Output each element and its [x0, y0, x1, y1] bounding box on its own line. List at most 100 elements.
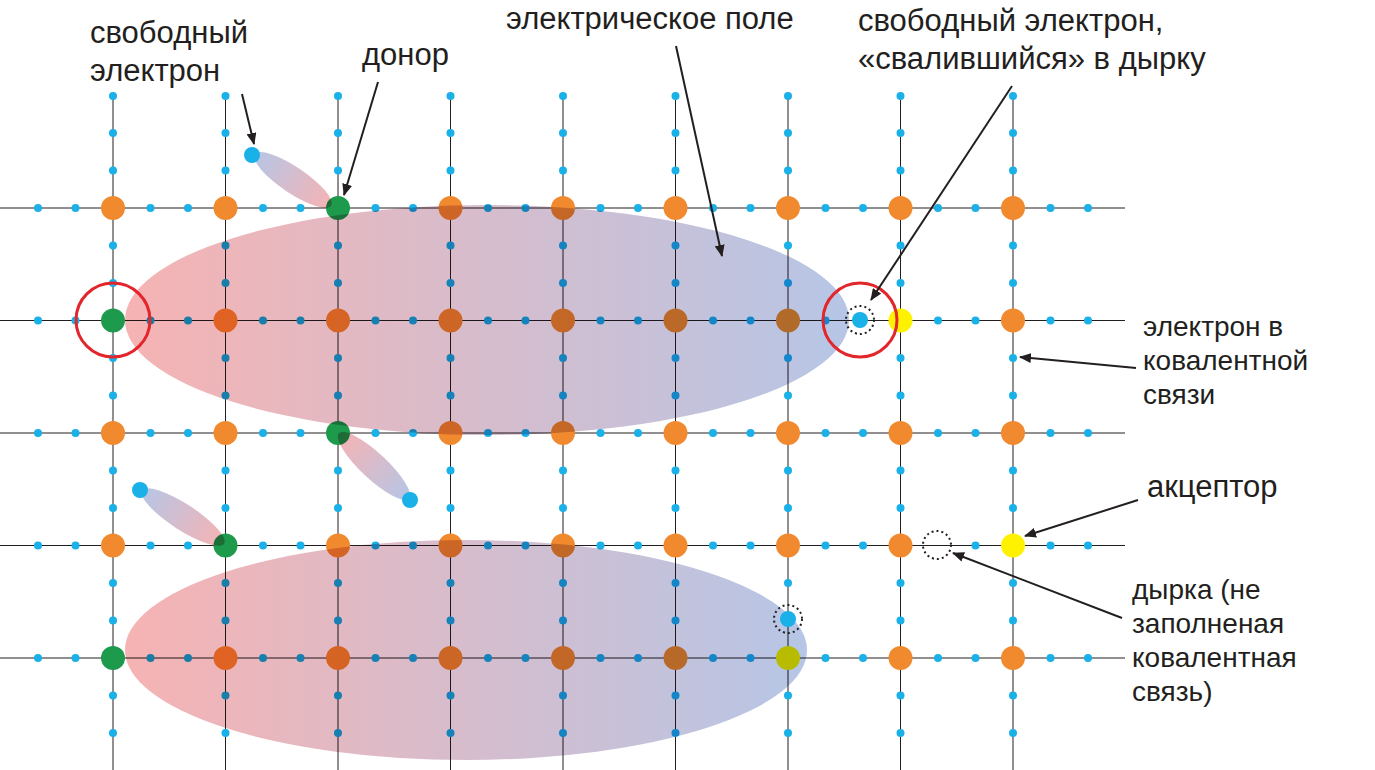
bond-electron [934, 204, 942, 212]
electric-field-cloud [125, 540, 807, 760]
bond-electron [934, 654, 942, 662]
bond-electron [784, 92, 792, 100]
bond-electron [334, 504, 342, 512]
bond-electron [109, 129, 117, 137]
bond-electron [559, 467, 567, 475]
bond-electron [934, 317, 942, 325]
silicon-atom [1001, 421, 1025, 445]
bond-electron [259, 429, 267, 437]
hole-outline [774, 605, 802, 633]
bond-electron [72, 204, 80, 212]
bond-electron [784, 129, 792, 137]
bond-electron [709, 542, 717, 550]
bond-electron [222, 129, 230, 137]
bond-electron [822, 429, 830, 437]
bond-electron [1009, 392, 1017, 400]
bond-electron [972, 542, 980, 550]
bond-electron [859, 429, 867, 437]
silicon-atom [664, 196, 688, 220]
bond-electron [334, 92, 342, 100]
bond-electron [1009, 167, 1017, 175]
bond-electron [109, 617, 117, 625]
bond-electron [1084, 204, 1092, 212]
bond-electron [897, 579, 905, 587]
bond-electron [334, 467, 342, 475]
bond-electron [897, 504, 905, 512]
free-electron [852, 312, 868, 328]
bond-electron [822, 204, 830, 212]
free-electron [780, 611, 796, 627]
bond-electron [34, 654, 42, 662]
bond-electron [109, 392, 117, 400]
leader-arrow [953, 553, 1122, 618]
leader-arrow [242, 94, 254, 144]
bond-electron [222, 167, 230, 175]
bond-electron [709, 429, 717, 437]
hole-label: дырка (не заполненая ковалентная связь) [1132, 573, 1372, 709]
free-electron [244, 147, 260, 163]
bond-electron [897, 729, 905, 737]
bond-electron [1009, 92, 1017, 100]
silicon-atom [664, 421, 688, 445]
bond-electron [634, 429, 642, 437]
bond-electron [1047, 204, 1055, 212]
bond-electron [784, 392, 792, 400]
free-electron-label: свободный электрон [90, 14, 290, 90]
silicon-atom [1001, 646, 1025, 670]
bond-electron [897, 279, 905, 287]
bond-electron [784, 242, 792, 250]
bond-electron [559, 504, 567, 512]
bond-electron [334, 129, 342, 137]
electric-field-cloud [125, 205, 849, 435]
bond-electron [1047, 317, 1055, 325]
acceptor-atom [889, 309, 913, 333]
bond-electron [559, 167, 567, 175]
donor-atom [101, 646, 125, 670]
bond-electron [147, 429, 155, 437]
silicon-atom [889, 534, 913, 558]
silicon-atom [101, 421, 125, 445]
bond-electron [597, 429, 605, 437]
bond-electron [109, 692, 117, 700]
bond-electron [222, 504, 230, 512]
bond-electron [447, 467, 455, 475]
silicon-atom [1001, 196, 1025, 220]
bond-electron [109, 242, 117, 250]
silicon-atom [664, 534, 688, 558]
silicon-atom [889, 421, 913, 445]
bond-electron [972, 654, 980, 662]
bond-electron [672, 167, 680, 175]
bond-electron [184, 204, 192, 212]
bond-electron [822, 654, 830, 662]
bond-electron [222, 92, 230, 100]
highlight-circle [823, 283, 897, 357]
bond-electron [34, 429, 42, 437]
bond-electron [597, 542, 605, 550]
bond-electron [1047, 542, 1055, 550]
bond-electron [147, 204, 155, 212]
leader-arrow [676, 46, 722, 256]
bond-electron [859, 542, 867, 550]
bond-electron [822, 542, 830, 550]
bond-electron [1009, 617, 1017, 625]
silicon-atom [776, 534, 800, 558]
bond-electron [1084, 429, 1092, 437]
bond-electron [34, 204, 42, 212]
bond-electron [109, 579, 117, 587]
acceptor-label: акцептор [1147, 468, 1278, 506]
bond-electron [372, 429, 380, 437]
bond-electron [1009, 504, 1017, 512]
bond-electron [747, 204, 755, 212]
bond-electron [897, 692, 905, 700]
captured-electron-label: свободный электрон, «свалившийся» в дырк… [858, 2, 1288, 78]
bond-electron [447, 92, 455, 100]
bond-electron [34, 317, 42, 325]
bond-electron [109, 167, 117, 175]
hole-outline [846, 306, 874, 334]
bond-electron [259, 542, 267, 550]
bond-electron [897, 354, 905, 362]
bond-electron [897, 129, 905, 137]
dipole-cloud [135, 479, 231, 554]
field-label: электрическое поле [506, 0, 794, 38]
bond-electron [184, 429, 192, 437]
